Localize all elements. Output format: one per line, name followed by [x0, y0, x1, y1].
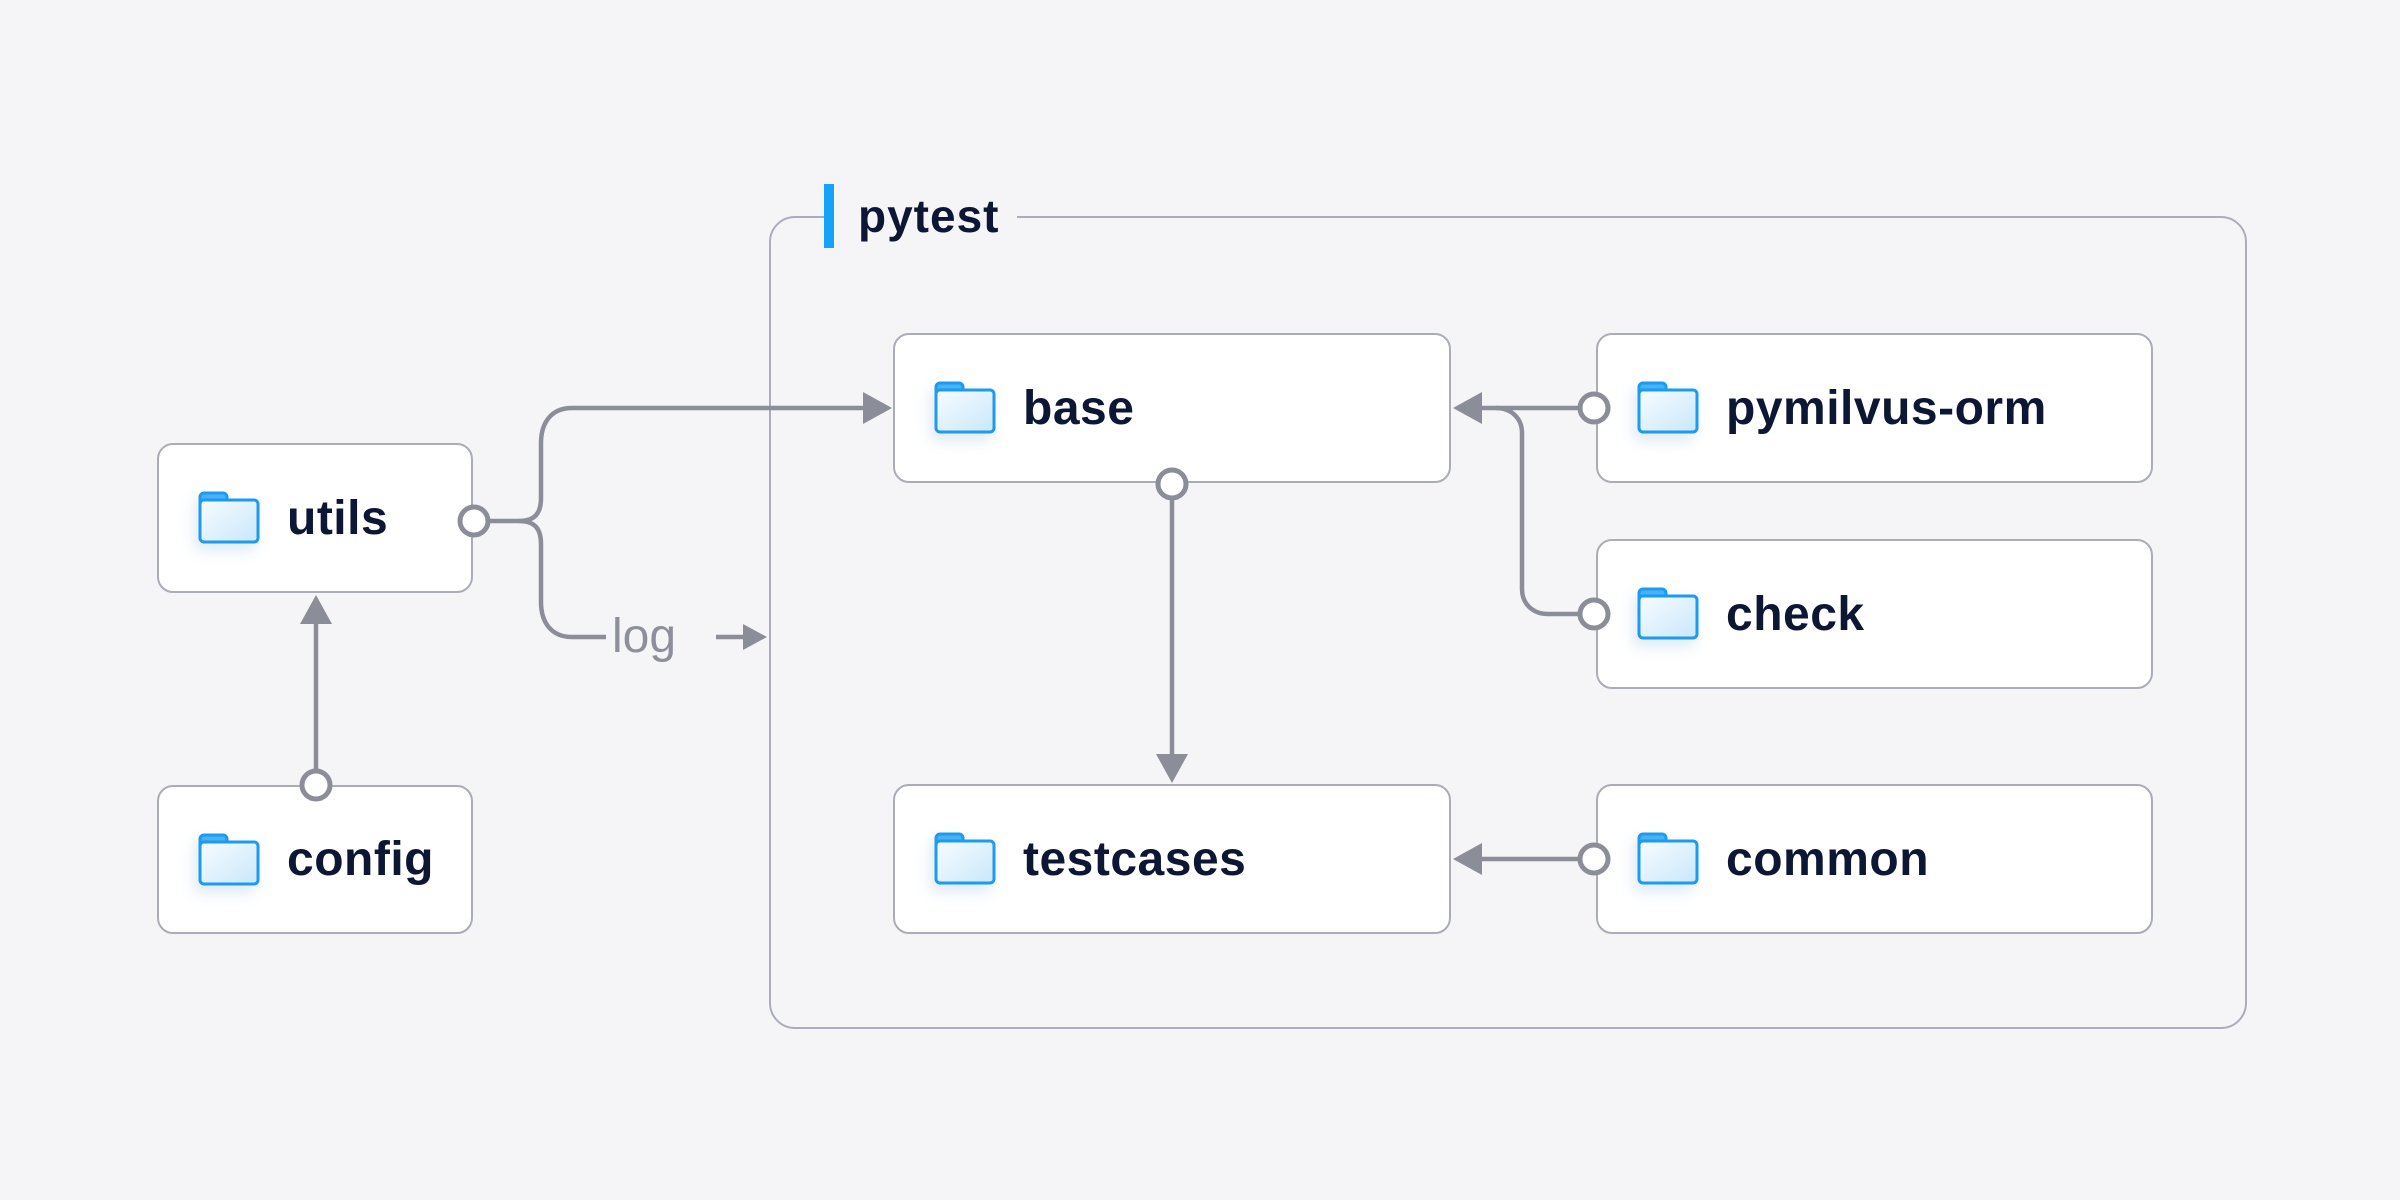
folder-icon	[198, 833, 260, 885]
arrowhead-log	[743, 624, 767, 650]
node-check-label: check	[1726, 587, 1865, 641]
edge-utils-to-log	[518, 518, 606, 640]
folder-icon	[934, 832, 996, 885]
folder-icon	[1637, 381, 1699, 434]
node-config: config	[157, 785, 473, 934]
node-base: base	[893, 333, 1451, 483]
node-base-label: base	[1023, 381, 1135, 435]
group-title: pytest	[858, 190, 1000, 242]
node-config-label: config	[287, 833, 434, 886]
accent-bar	[824, 184, 834, 248]
node-check: check	[1596, 539, 2153, 689]
node-common-label: common	[1726, 832, 1930, 886]
node-pymilvus-orm: pymilvus-orm	[1596, 333, 2153, 483]
folder-icon	[198, 491, 260, 544]
node-utils: utils	[157, 443, 473, 593]
pytest-group-label: pytest	[824, 184, 1018, 248]
node-utils-label: utils	[287, 491, 389, 545]
arrowhead-into-utils	[300, 595, 332, 624]
node-common: common	[1596, 784, 2153, 934]
node-testcases-label: testcases	[1023, 832, 1247, 886]
folder-icon	[1637, 587, 1699, 640]
folder-icon	[1637, 832, 1699, 885]
edge-label-log: log	[612, 610, 677, 663]
node-testcases: testcases	[893, 784, 1451, 934]
folder-icon	[934, 381, 996, 434]
pytest-group-box	[769, 216, 2247, 1029]
node-pymilvus-orm-label: pymilvus-orm	[1726, 381, 2047, 435]
